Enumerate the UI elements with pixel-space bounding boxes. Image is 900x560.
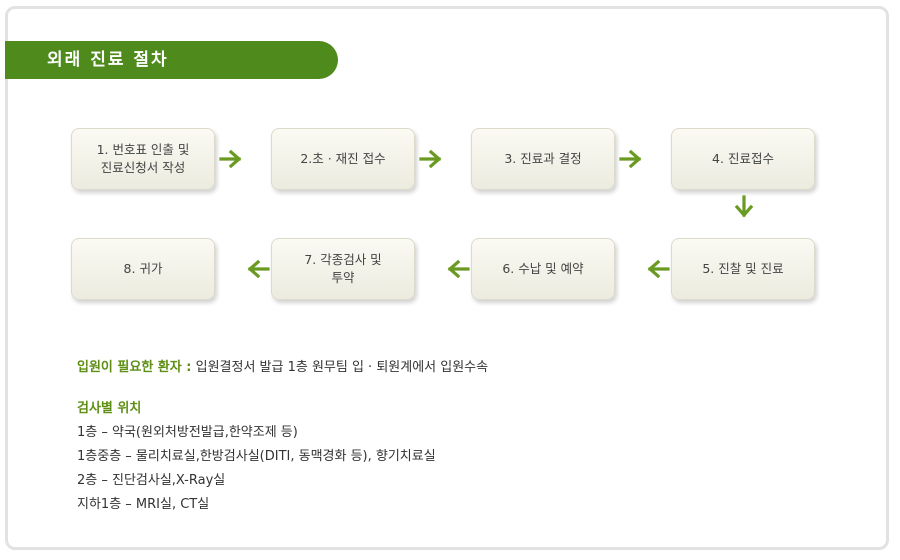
step-1-label: 1. 번호표 인출 및 진료신청서 작성: [96, 142, 190, 175]
locations-heading: 검사별 위치: [77, 401, 142, 416]
step-5-label: 5. 진찰 및 진료: [702, 261, 784, 276]
step-2-box: 2.초 · 재진 접수: [271, 128, 415, 190]
step-1-box: 1. 번호표 인출 및 진료신청서 작성: [71, 128, 215, 190]
inpatient-note: 입원이 필요한 환자 : 입원결정서 발급 1층 원무팀 입 · 퇴원계에서 입…: [77, 356, 488, 375]
step-3-label: 3. 진료과 결정: [504, 151, 582, 166]
location-line: 1층 – 약국(원외처방전발급,한약조제 등): [77, 425, 298, 440]
arrow-right-icon: [219, 149, 242, 169]
inpatient-label: 입원이 필요한 환자 :: [77, 360, 192, 375]
step-4-label: 4. 진료접수: [712, 151, 774, 166]
arrow-down-icon: [734, 195, 754, 218]
step-8-box: 8. 귀가: [71, 238, 215, 300]
step-6-box: 6. 수납 및 예약: [471, 238, 615, 300]
arrow-left-icon: [447, 259, 470, 279]
arrow-right-icon: [619, 149, 642, 169]
step-7-box: 7. 각종검사 및 투약: [271, 238, 415, 300]
step-7-label: 7. 각종검사 및 투약: [304, 252, 382, 285]
step-6-label: 6. 수납 및 예약: [502, 261, 584, 276]
step-8-label: 8. 귀가: [123, 261, 163, 276]
locations-section: 검사별 위치 1층 – 약국(원외처방전발급,한약조제 등) 1층중층 – 물리…: [77, 397, 436, 517]
arrow-left-icon: [247, 259, 270, 279]
arrow-left-icon: [647, 259, 670, 279]
step-3-box: 3. 진료과 결정: [471, 128, 615, 190]
step-5-box: 5. 진찰 및 진료: [671, 238, 815, 300]
step-2-label: 2.초 · 재진 접수: [300, 151, 386, 166]
location-line: 지하1층 – MRI실, CT실: [77, 497, 210, 512]
location-line: 1층중층 – 물리치료실,한방검사실(DITI, 동맥경화 등), 향기치료실: [77, 449, 436, 464]
inpatient-text: 입원결정서 발급 1층 원무팀 입 · 퇴원계에서 입원수속: [195, 360, 489, 375]
page-title: 외래 진료 절차: [5, 41, 338, 79]
location-line: 2층 – 진단검사실,X-Ray실: [77, 473, 226, 488]
arrow-right-icon: [419, 149, 442, 169]
step-4-box: 4. 진료접수: [671, 128, 815, 190]
